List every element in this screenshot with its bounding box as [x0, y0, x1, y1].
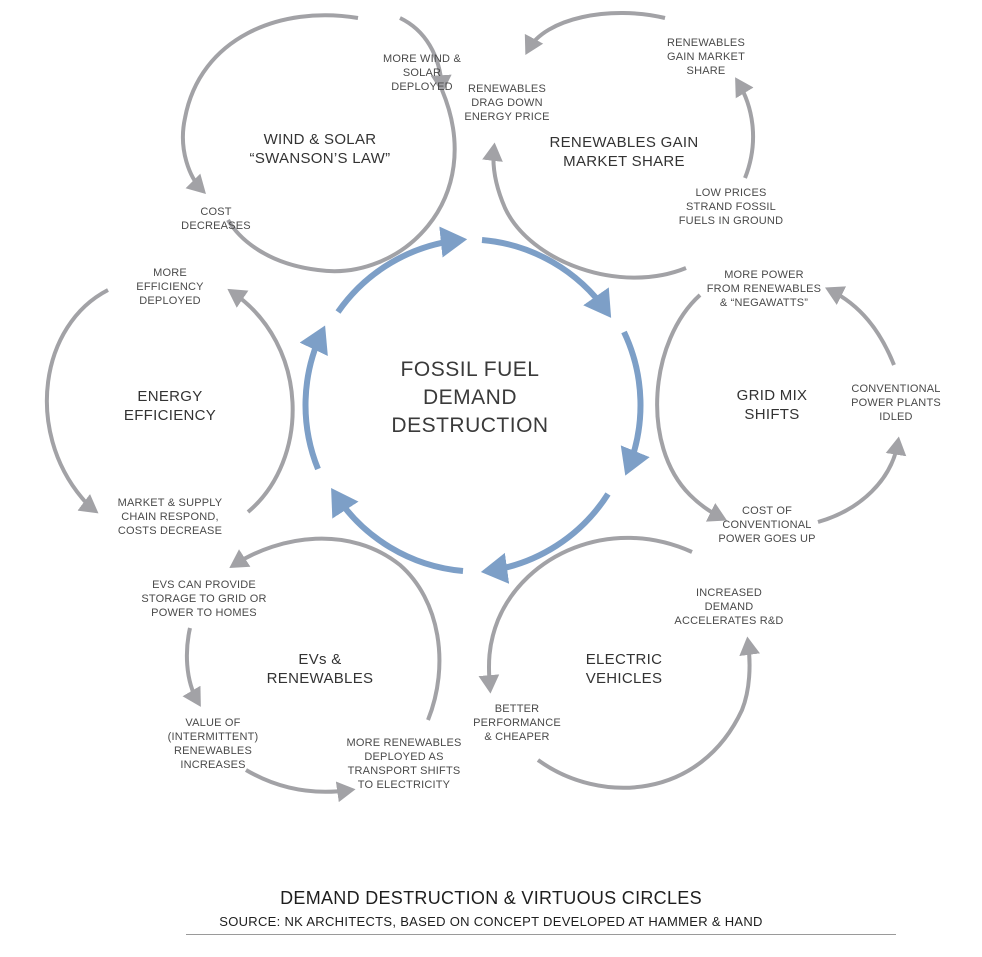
center-arrow-top-right [481, 237, 612, 318]
center-arrow-right [620, 330, 650, 476]
evs-renewables-step-value: VALUE OF (INTERMITTENT) RENEWABLES INCRE… [167, 717, 259, 771]
wind-solar-step-deployed: MORE WIND & SOLAR DEPLOYED [383, 53, 461, 93]
wind-solar-cycle-arrows [180, 13, 457, 274]
efficiency-cycle-arrows [44, 288, 295, 514]
ev-cycle-arrows [478, 535, 760, 790]
evs-renewables-cycle-arrows [182, 536, 442, 803]
efficiency-step-market: MARKET & SUPPLY CHAIN RESPOND, COSTS DEC… [117, 497, 223, 537]
renewables-share-cycle-arrows [482, 11, 756, 280]
ev-title: ELECTRIC VEHICLES [585, 651, 663, 687]
caption-source: SOURCE: NK ARCHITECTS, BASED ON CONCEPT … [219, 914, 763, 929]
ev-step-demand: INCREASED DEMAND ACCELERATES R&D [674, 587, 784, 627]
grid-mix-step-idled: CONVENTIONAL POWER PLANTS IDLED [851, 383, 941, 423]
center-arrow-bottom-right [480, 492, 611, 584]
grid-mix-step-cost: COST OF CONVENTIONAL POWER GOES UP [718, 505, 816, 545]
evs-renewables-step-transport: MORE RENEWABLES DEPLOYED AS TRANSPORT SH… [346, 737, 462, 791]
renewables-share-step-strand: LOW PRICES STRAND FOSSIL FUELS IN GROUND [678, 187, 784, 227]
evs-renewables-step-storage: EVs CAN PROVIDE STORAGE TO GRID OR POWER… [141, 579, 267, 619]
renewables-share-step-gain: RENEWABLES GAIN MARKET SHARE [666, 37, 745, 77]
center-arrow-left [299, 325, 328, 471]
efficiency-title: ENERGY EFFICIENCY [123, 388, 217, 424]
renewables-share-title: RENEWABLES GAIN MARKET SHARE [549, 134, 699, 170]
wind-solar-step-cost: COST DECREASES [181, 206, 251, 232]
center-title: FOSSIL FUEL DEMAND DESTRUCTION [391, 358, 549, 437]
grid-mix-title: GRID MIX SHIFTS [736, 387, 808, 423]
evs-renewables-title: EVs & RENEWABLES [266, 651, 374, 687]
grid-mix-step-more-power: MORE POWER FROM RENEWABLES & “NEGAWATTS” [706, 269, 822, 309]
efficiency-step-deployed: MORE EFFICIENCY DEPLOYED [136, 267, 204, 307]
ev-step-performance: BETTER PERFORMANCE & CHEAPER [473, 703, 561, 743]
caption-title: DEMAND DESTRUCTION & VIRTUOUS CIRCLES [280, 888, 702, 908]
grid-mix-cycle-arrows [655, 286, 907, 524]
center-arrow-bottom-left [331, 487, 464, 574]
center-arrow-top-left [335, 226, 468, 314]
wind-solar-title: WIND & SOLAR “SWANSON’S LAW” [249, 131, 391, 167]
renewables-share-step-price: RENEWABLES DRAG DOWN ENERGY PRICE [464, 83, 550, 123]
center-cycle-arrows [299, 226, 650, 584]
caption-divider [186, 934, 896, 935]
